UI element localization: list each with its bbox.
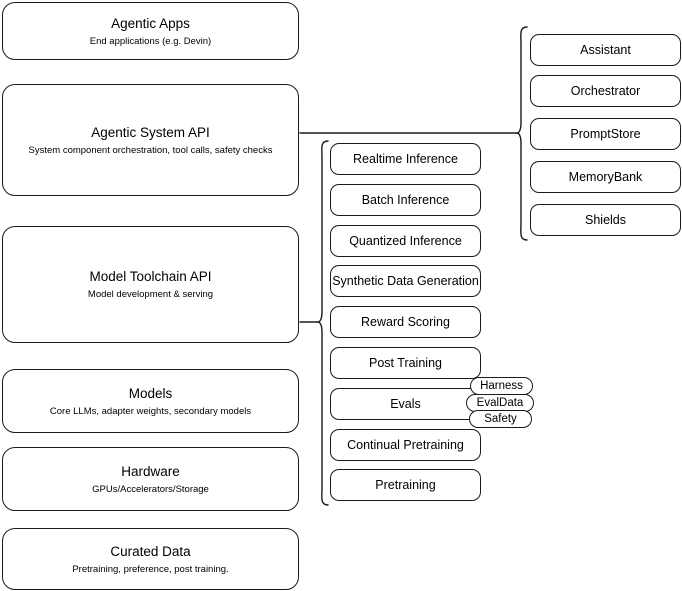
toolchain-components-brace <box>317 140 329 506</box>
layer-model-toolchain-api[interactable]: Model Toolchain API Model development & … <box>2 226 299 343</box>
evals-badge-label: Harness <box>480 379 523 392</box>
toolchain-item-label: Post Training <box>369 356 442 370</box>
layer-subtitle: System component orchestration, tool cal… <box>28 144 273 156</box>
layer-curated-data[interactable]: Curated Data Pretraining, preference, po… <box>2 528 299 590</box>
toolchain-item-evals[interactable]: Evals <box>330 388 481 420</box>
layer-subtitle: Pretraining, preference, post training. <box>72 563 229 575</box>
toolchain-item-label: Realtime Inference <box>353 152 458 166</box>
system-item-label: PromptStore <box>570 127 641 141</box>
layer-subtitle: GPUs/Accelerators/Storage <box>92 483 209 495</box>
layer-subtitle: Model development & serving <box>87 289 214 300</box>
evals-badge-harness[interactable]: Harness <box>470 377 533 395</box>
toolchain-item-label: Synthetic Data Generation <box>332 274 479 288</box>
toolchain-item-batch-inference[interactable]: Batch Inference <box>330 184 481 216</box>
toolchain-item-label: Batch Inference <box>361 193 450 207</box>
system-item-orchestrator[interactable]: Orchestrator <box>530 75 681 107</box>
toolchain-item-pretraining[interactable]: Pretraining <box>330 469 481 501</box>
system-item-memorybank[interactable]: MemoryBank <box>530 161 681 193</box>
system-item-assistant[interactable]: Assistant <box>530 34 681 66</box>
evals-badge-label: EvalData <box>476 396 524 409</box>
system-item-promptstore[interactable]: PromptStore <box>530 118 681 150</box>
toolchain-item-reward-scoring[interactable]: Reward Scoring <box>330 306 481 338</box>
toolchain-item-label: Quantized Inference <box>349 234 462 248</box>
layer-title: Model Toolchain API <box>89 269 212 284</box>
system-item-shields[interactable]: Shields <box>530 204 681 236</box>
layer-subtitle: End applications (e.g. Devin) <box>89 35 212 47</box>
system-components-brace <box>516 26 528 241</box>
layer-title: Curated Data <box>110 543 191 559</box>
layer-hardware[interactable]: Hardware GPUs/Accelerators/Storage <box>2 447 299 511</box>
toolchain-item-realtime-inference[interactable]: Realtime Inference <box>330 143 481 175</box>
layer-title: Hardware <box>121 463 180 479</box>
toolchain-item-synthetic-data-generation[interactable]: Synthetic Data Generation <box>330 265 481 297</box>
system-item-label: Orchestrator <box>570 84 641 98</box>
evals-badge-safety[interactable]: Safety <box>469 410 532 428</box>
toolchain-item-label: Continual Pretraining <box>347 438 464 452</box>
layer-agentic-apps[interactable]: Agentic Apps End applications (e.g. Devi… <box>2 2 299 60</box>
system-item-label: Assistant <box>580 43 631 57</box>
layer-agentic-system-api[interactable]: Agentic System API System component orch… <box>2 84 299 196</box>
layer-title: Agentic Apps <box>111 15 190 31</box>
toolchain-item-quantized-inference[interactable]: Quantized Inference <box>330 225 481 257</box>
toolchain-item-continual-pretraining[interactable]: Continual Pretraining <box>330 429 481 461</box>
layer-subtitle: Core LLMs, adapter weights, secondary mo… <box>49 405 252 417</box>
evals-badge-label: Safety <box>484 412 517 425</box>
system-item-label: MemoryBank <box>568 170 643 184</box>
system-item-label: Shields <box>585 213 626 227</box>
layer-title: Models <box>128 385 173 401</box>
toolchain-item-label: Reward Scoring <box>361 315 450 329</box>
toolchain-item-label: Pretraining <box>375 478 436 492</box>
toolchain-item-label: Evals <box>390 397 421 411</box>
layer-models[interactable]: Models Core LLMs, adapter weights, secon… <box>2 369 299 433</box>
layer-title: Agentic System API <box>91 124 210 140</box>
toolchain-item-post-training[interactable]: Post Training <box>330 347 481 379</box>
